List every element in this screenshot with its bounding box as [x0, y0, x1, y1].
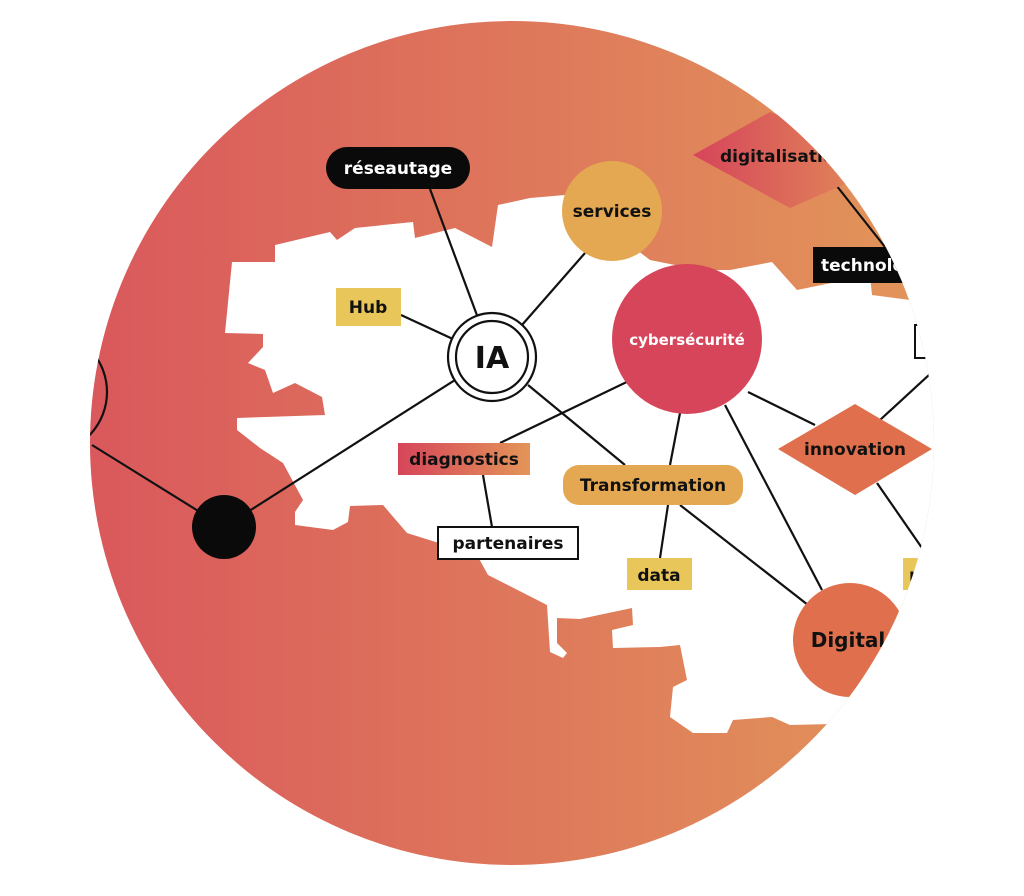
partial-node-outline: [914, 324, 934, 359]
node-label: data: [637, 566, 680, 586]
node-cybersecurite[interactable]: cybersécurité: [612, 264, 762, 414]
edge: [499, 377, 636, 444]
node-digitalisation[interactable]: digitalisation: [693, 112, 900, 208]
node-transformation[interactable]: Transformation: [563, 465, 743, 505]
edge: [428, 188, 480, 319]
node-reseautage[interactable]: réseautage: [326, 147, 470, 189]
node-label: r: [909, 566, 918, 586]
node-label: Hub: [349, 298, 388, 318]
region-map: [225, 195, 934, 733]
node-label: réseautage: [344, 159, 452, 179]
node-label: Digital: [811, 628, 886, 652]
edge: [724, 404, 823, 591]
node-label: partenaires: [452, 534, 563, 554]
edge: [223, 379, 456, 528]
node-label: cybersécurité: [629, 331, 745, 349]
edge: [876, 482, 923, 549]
node-services[interactable]: services: [562, 161, 662, 261]
node-label: IA: [475, 341, 510, 376]
node-label: innovation: [804, 440, 906, 460]
edge: [668, 412, 682, 466]
node-label: Transformation: [580, 476, 726, 496]
edge: [879, 373, 931, 421]
node-label: services: [573, 202, 652, 222]
edge: [521, 252, 586, 326]
node-partial-r[interactable]: r: [903, 558, 943, 590]
node-digital[interactable]: Digital: [793, 583, 907, 697]
node-hub[interactable]: Hub: [336, 288, 401, 326]
node-diagnostics[interactable]: diagnostics: [398, 443, 530, 475]
edge: [658, 504, 670, 559]
node-data[interactable]: data: [627, 558, 692, 590]
black-dot-node[interactable]: [192, 495, 256, 559]
partial-ring: [90, 328, 109, 456]
edge: [400, 314, 456, 341]
node-label: diagnostics: [409, 450, 519, 470]
edge: [679, 504, 809, 606]
node-label: technologie: [821, 256, 934, 276]
edge: [747, 391, 816, 426]
edge: [527, 384, 626, 466]
node-innovation[interactable]: innovation: [778, 404, 932, 495]
edge: [481, 474, 494, 528]
node-ia[interactable]: IA: [446, 311, 538, 403]
node-technologie[interactable]: technologie: [813, 247, 943, 283]
node-partenaires[interactable]: partenaires: [437, 526, 579, 560]
node-label: digitalisation: [720, 147, 847, 167]
edge: [835, 184, 886, 248]
